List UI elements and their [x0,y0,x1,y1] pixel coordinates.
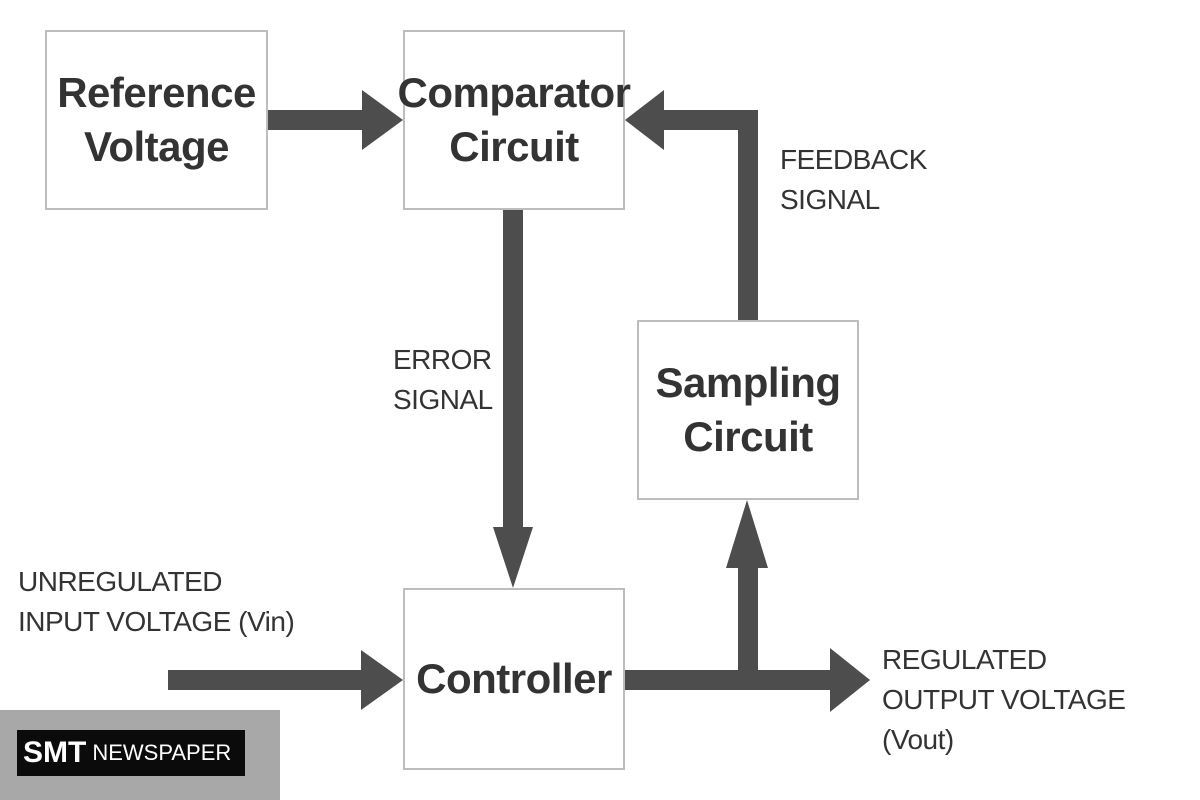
watermark-logo: SMT NEWSPAPER [17,730,246,776]
arrow-output-to-sampling [726,500,768,680]
watermark-banner: SMT NEWSPAPER [0,710,280,800]
comparator-circuit-block: Comparator Circuit [397,30,631,210]
controller-label: Controller [416,655,612,702]
input-voltage-label: UNREGULATED INPUT VOLTAGE (Vin) [18,566,295,637]
arrow-feedback-signal [625,90,758,320]
arrow-output-voltage [625,648,870,712]
reference-voltage-block: Reference Voltage [45,30,268,210]
arrow-error-signal [493,210,533,588]
watermark-brand: SMT [23,736,87,769]
watermark-brand-rest: NEWSPAPER [92,740,232,765]
feedback-signal-label: FEEDBACK SIGNAL [780,144,927,215]
sampling-circuit-block: Sampling Circuit [637,320,859,500]
error-signal-label: ERROR SIGNAL [393,344,493,415]
arrow-reference-to-comparator [268,90,403,150]
arrow-input-voltage [168,650,403,710]
controller-block: Controller [403,588,625,770]
comparator-circuit-label: Comparator Circuit [397,69,631,170]
reference-voltage-label: Reference Voltage [57,69,256,170]
sampling-circuit-label: Sampling Circuit [655,359,841,460]
output-voltage-label: REGULATED OUTPUT VOLTAGE (Vout) [882,644,1126,755]
